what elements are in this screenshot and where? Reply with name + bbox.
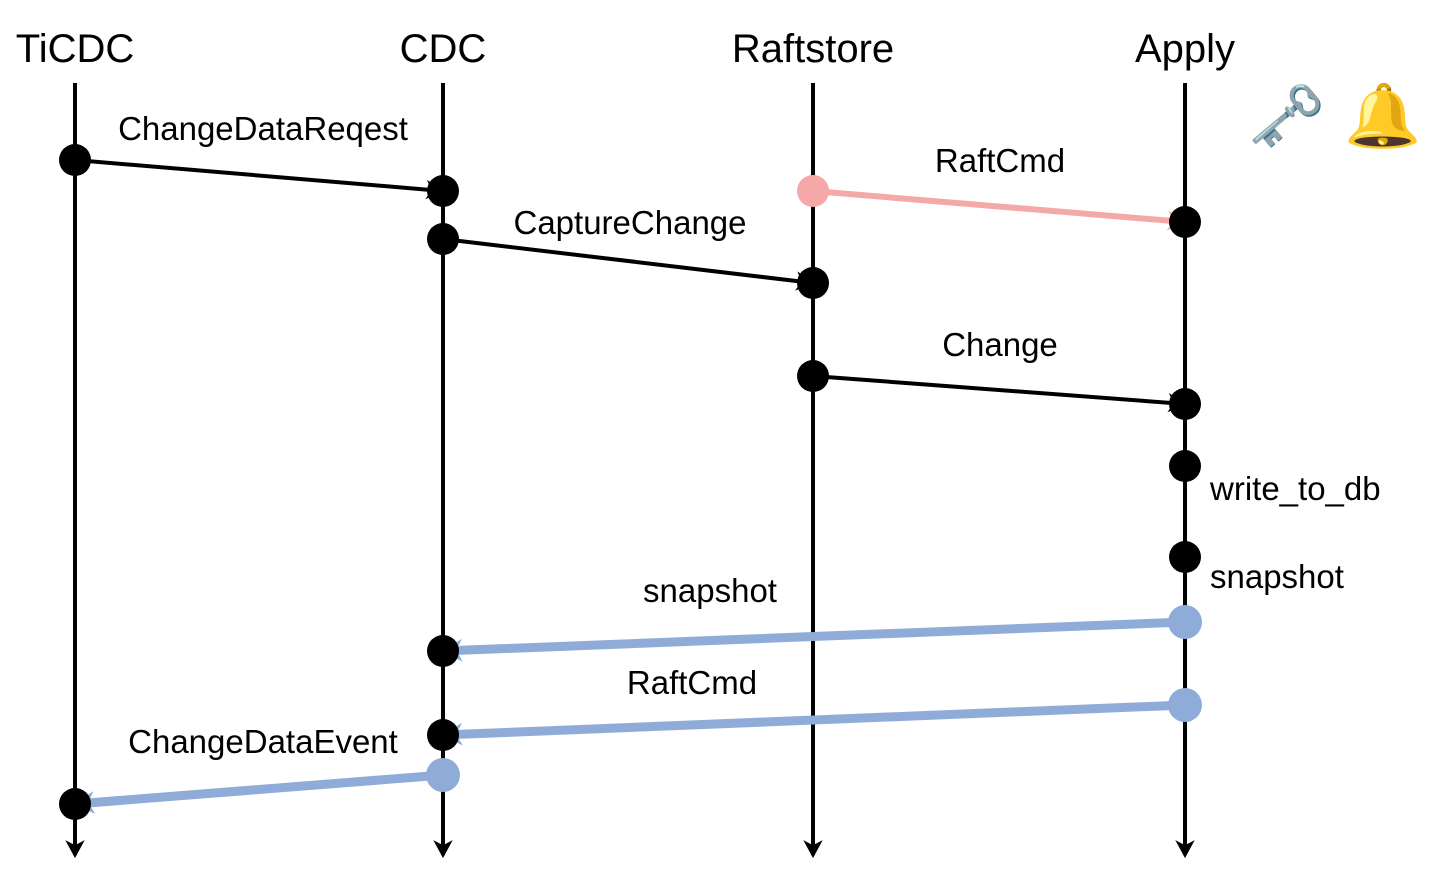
message-target-dot-change-data-reqest [427, 175, 459, 207]
message-label-snapshot-return: snapshot [643, 572, 777, 609]
message-label-capture-change: CaptureChange [514, 204, 747, 241]
participant-label-ticdc: TiCDC [16, 27, 135, 71]
participant-labels: TiCDC CDC Raftstore Apply [16, 27, 1235, 71]
message-label-change: Change [942, 326, 1058, 363]
self-event-dot-snapshot-event [1169, 541, 1201, 573]
message-label-raft-cmd-to-apply: RaftCmd [935, 142, 1065, 179]
message-arrow-change-data-event [73, 770, 444, 814]
message-target-dot-change [1169, 388, 1201, 420]
message-origin-dot-raft-cmd-return [1168, 688, 1202, 722]
message-arrow-capture-change [442, 237, 815, 291]
message-target-dot-raft-cmd-to-apply [1169, 206, 1201, 238]
message-origin-dot-capture-change [427, 223, 459, 255]
message-target-dot-snapshot-return [427, 635, 459, 667]
message-arrow-change [812, 374, 1187, 413]
message-label-change-data-reqest: ChangeDataReqest [118, 110, 408, 147]
message-arrows [73, 158, 1187, 814]
message-arrow-raft-cmd-return [441, 700, 1186, 746]
message-origin-dot-change-data-reqest [59, 144, 91, 176]
message-origin-dot-raft-cmd-to-apply [797, 175, 829, 207]
self-event-markers: write_to_db snapshot [1169, 450, 1381, 595]
message-arrow-snapshot-return [441, 617, 1186, 662]
participant-label-apply: Apply [1135, 27, 1235, 71]
message-target-dot-capture-change [797, 267, 829, 299]
message-arrow-change-data-reqest [74, 158, 445, 200]
message-origin-dot-snapshot-return [1168, 605, 1202, 639]
participant-label-cdc: CDC [400, 27, 487, 71]
message-target-dot-change-data-event [59, 788, 91, 820]
message-label-raft-cmd-return: RaftCmd [627, 664, 757, 701]
message-arrow-raft-cmd-to-apply [812, 188, 1187, 231]
message-origin-dot-change [797, 360, 829, 392]
self-event-label-snapshot-event: snapshot [1210, 558, 1344, 595]
message-label-change-data-event: ChangeDataEvent [128, 723, 398, 760]
bell-icon: 🔔 [1344, 82, 1422, 151]
self-event-dot-write-to-db [1169, 450, 1201, 482]
message-origin-dot-change-data-event [426, 758, 460, 792]
message-target-dot-raft-cmd-return [427, 719, 459, 751]
participant-label-raftstore: Raftstore [732, 27, 894, 71]
self-event-label-write-to-db: write_to_db [1209, 470, 1381, 507]
message-labels: ChangeDataReqestRaftCmdCaptureChangeChan… [118, 110, 1065, 760]
message-dots [59, 144, 1202, 820]
key-icon: 🗝️ [1248, 82, 1326, 151]
